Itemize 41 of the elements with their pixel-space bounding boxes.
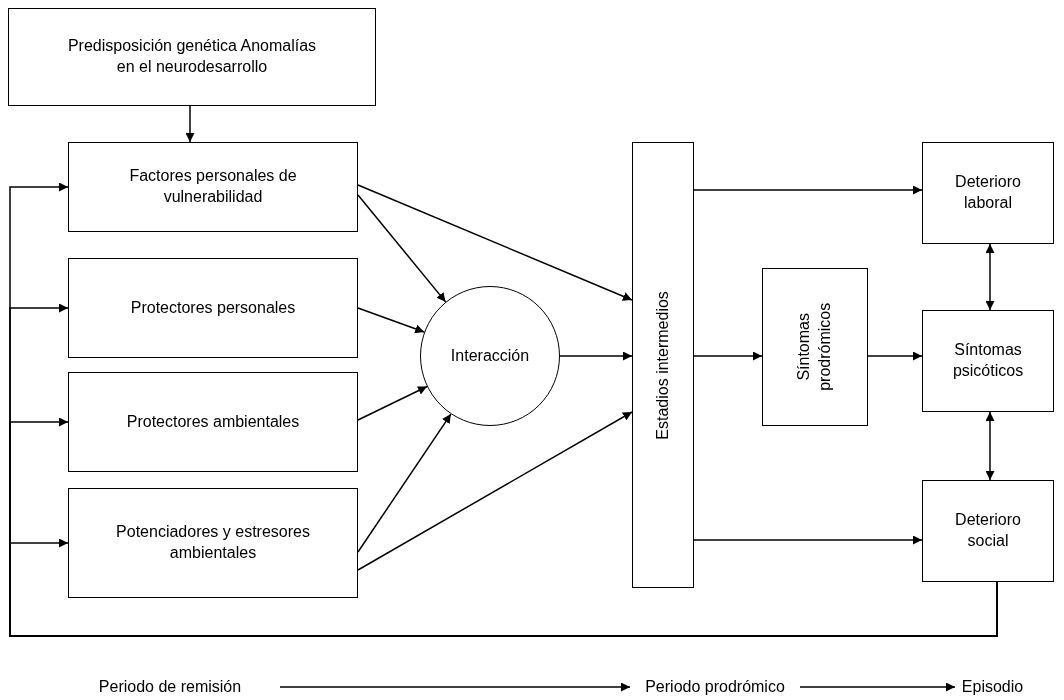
node-label: Síntomas prodrómicos — [794, 302, 834, 393]
node-label: Predisposición genética Anomalías en el neurodesarrollo — [66, 36, 318, 77]
arrow — [357, 413, 452, 553]
arrow — [693, 535, 923, 545]
node-label: Factores personales de vulnerabilidad — [128, 166, 298, 207]
process-box — [632, 142, 694, 588]
arrow — [357, 307, 425, 334]
arrow — [357, 194, 447, 303]
arrow — [799, 682, 956, 692]
node-label: Protectores ambientales — [125, 411, 301, 432]
process-box — [8, 8, 376, 106]
arrow — [357, 411, 633, 571]
period-label: Episodio — [960, 676, 1025, 697]
arrow — [985, 243, 995, 311]
arrow — [867, 351, 923, 361]
arrow — [9, 538, 998, 637]
process-box — [68, 258, 358, 358]
node-label: Interacción — [449, 345, 531, 366]
node-label: Potenciadores y estresores ambientales — [115, 522, 311, 563]
process-box — [762, 268, 868, 426]
process-box — [68, 142, 358, 232]
arrow — [559, 351, 633, 361]
node-label: Deterioro laboral — [954, 172, 1022, 213]
node-label: Deterioro social — [954, 510, 1022, 551]
period-label: Periodo de remisión — [97, 676, 243, 697]
node-label: Protectores personales — [129, 297, 297, 318]
period-label: Periodo prodrómico — [644, 676, 786, 697]
arrow — [185, 105, 195, 143]
arrow — [357, 184, 633, 301]
node-label: Síntomas psicóticos — [951, 340, 1025, 381]
arrow — [985, 411, 995, 481]
process-box — [922, 480, 1054, 582]
process-box — [68, 488, 358, 598]
arrow — [693, 185, 923, 195]
process-box — [68, 372, 358, 472]
arrow — [357, 385, 428, 421]
arrow — [693, 351, 763, 361]
process-box — [922, 310, 1054, 412]
process-box — [922, 142, 1054, 244]
node-label: Estadios intermedios — [652, 289, 672, 442]
arrow — [279, 682, 631, 692]
